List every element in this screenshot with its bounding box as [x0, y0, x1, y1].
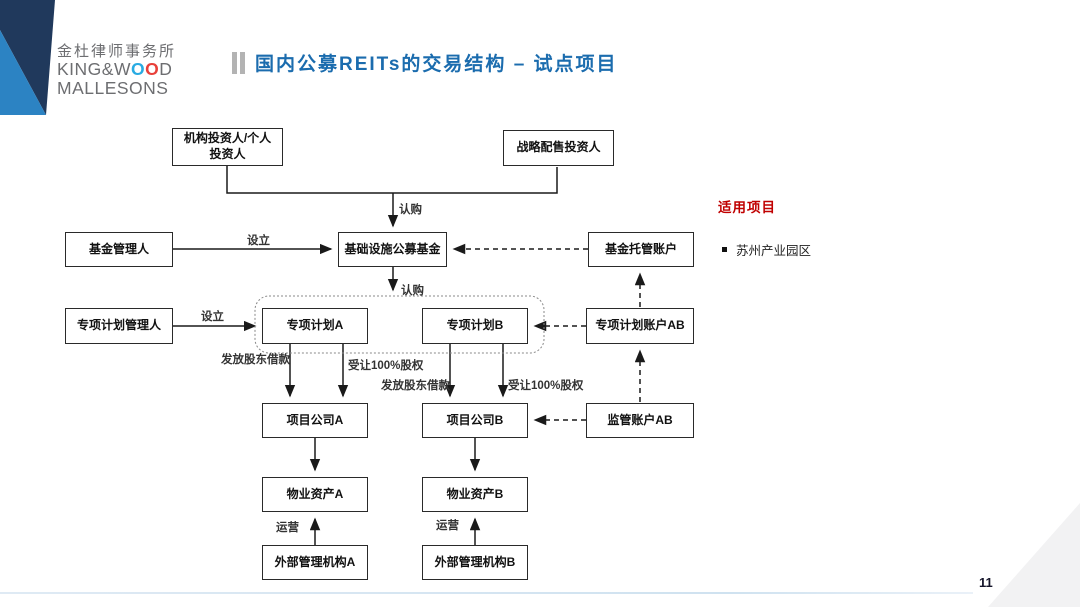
node-supervision-account-ab: 监管账户AB [586, 403, 694, 438]
node-property-asset-b: 物业资产B [422, 477, 528, 512]
edge-label-subscribe-plans: 认购 [401, 285, 424, 297]
firm-name-en-line2: MALLESONS [57, 78, 169, 99]
investors-connector [226, 166, 558, 194]
applicable-project-item: 苏州产业园区 [722, 240, 811, 259]
logo-o-red: O [145, 59, 160, 80]
node-fund-manager: 基金管理人 [65, 232, 173, 267]
page-number: 11 [979, 575, 993, 590]
edge-label-establish-plan: 设立 [201, 311, 224, 323]
logo-triangle-icon [0, 0, 55, 115]
edge-label-establish-fund: 设立 [247, 235, 270, 247]
applicable-projects-heading: 适用项目 [718, 200, 776, 215]
corner-triangle-decoration [988, 503, 1080, 607]
edge-label-equity-transfer-a: 受让100%股权 [348, 360, 424, 372]
node-special-plan-account-ab: 专项计划账户AB [586, 308, 694, 344]
logo-o-blue: O [130, 59, 146, 80]
applicable-project-label: 苏州产业园区 [736, 244, 812, 258]
firm-name-en-line1: KING&WOOD [57, 60, 176, 79]
edge-label-operate-a: 运营 [276, 522, 299, 534]
node-external-manager-a: 外部管理机构A [262, 545, 368, 580]
firm-name-cn: 金杜律师事务所 [57, 43, 177, 60]
firm-name-en-pre: KING&W [57, 59, 131, 80]
firm-logo: 金杜律师事务所 KING&WOOD MALLESONS [57, 43, 177, 99]
edge-label-shareholder-loan-a: 发放股东借款 [221, 354, 290, 366]
plans-group-outline [254, 295, 545, 354]
edge-label-subscribe-top: 认购 [399, 204, 422, 216]
node-institutional-investors: 机构投资人/个人 投资人 [172, 128, 283, 166]
footer-divider-line [0, 592, 973, 594]
node-strategic-investors: 战略配售投资人 [503, 130, 614, 166]
edge-label-operate-b: 运营 [436, 520, 459, 532]
node-special-plan-a: 专项计划A [262, 308, 368, 344]
node-project-company-b: 项目公司B [422, 403, 528, 438]
edge-label-equity-transfer-b: 受让100%股权 [508, 380, 584, 392]
page-title: 国内公募REITs的交易结构 – 试点项目 [255, 54, 618, 75]
node-property-asset-a: 物业资产A [262, 477, 368, 512]
node-special-plan-manager: 专项计划管理人 [65, 308, 173, 344]
edge-label-shareholder-loan-b: 发放股东借款 [381, 380, 450, 392]
node-external-manager-b: 外部管理机构B [422, 545, 528, 580]
node-special-plan-b: 专项计划B [422, 308, 528, 344]
node-fund-custody-account: 基金托管账户 [588, 232, 694, 267]
node-infrastructure-public-fund: 基础设施公募基金 [338, 232, 447, 267]
node-project-company-a: 项目公司A [262, 403, 368, 438]
title-block: 国内公募REITs的交易结构 – 试点项目 [232, 49, 618, 76]
bullet-icon [722, 247, 727, 252]
title-bars-icon [232, 51, 245, 74]
firm-name-en-post: D [159, 59, 173, 80]
